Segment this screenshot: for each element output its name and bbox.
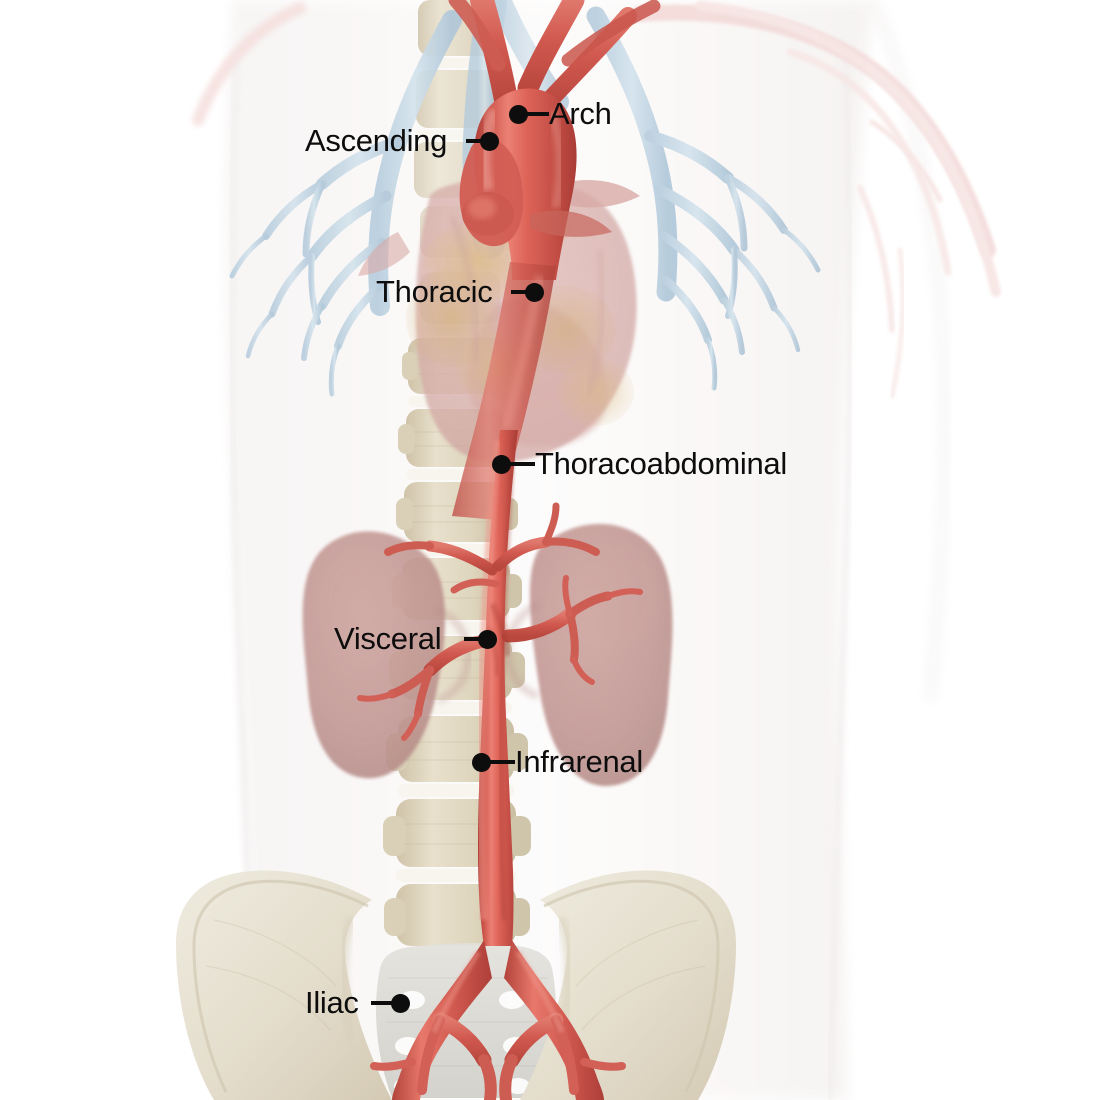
aortic-arch-group xyxy=(448,0,661,280)
thoracic-leader-line xyxy=(511,290,535,294)
abdominal-aorta xyxy=(357,430,643,1100)
thoracoabdominal-dot xyxy=(492,455,511,474)
visceral-leader-line xyxy=(464,637,488,641)
thoracoabdominal-aorta xyxy=(478,430,518,946)
arch-label: Arch xyxy=(549,96,612,131)
arch-leader-line xyxy=(527,112,549,116)
infrarenal-leader-line xyxy=(490,760,515,764)
thoracoabdominal-label: Thoracoabdominal xyxy=(535,446,787,481)
thoracic-label: Thoracic xyxy=(376,274,493,309)
visceral-label: Visceral xyxy=(334,621,442,656)
right-ilium xyxy=(176,870,392,1100)
ascending-leader-line xyxy=(466,139,490,143)
infrarenal-dot xyxy=(472,753,491,772)
faint-arm-vessels xyxy=(192,1,1001,399)
ascending-label: Ascending xyxy=(305,123,448,158)
iliac-leader-line xyxy=(371,1001,401,1005)
common-iliac-arteries xyxy=(370,940,626,1100)
iliac-label: Iliac xyxy=(305,985,359,1020)
infrarenal-label: Infrarenal xyxy=(515,744,643,779)
arch-dot xyxy=(509,105,528,124)
brachiocephalic-branches xyxy=(448,0,661,113)
thoracoabdominal-leader-line xyxy=(510,462,535,466)
